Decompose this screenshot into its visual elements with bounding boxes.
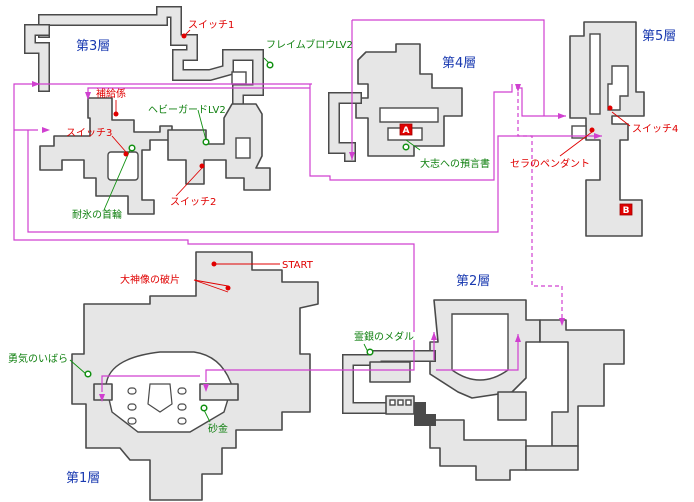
red-dot-icon xyxy=(225,285,231,291)
marker-a: A xyxy=(399,123,413,136)
red-dot-icon xyxy=(589,127,595,133)
green-circle-icon xyxy=(366,348,374,356)
arrow-icon xyxy=(515,84,521,92)
marker-b: B xyxy=(619,203,633,216)
red-dot-icon xyxy=(113,111,119,117)
red-dot-icon xyxy=(211,261,217,267)
start-label: START xyxy=(282,260,314,271)
switch1-label: スイッチ1 xyxy=(188,19,234,31)
arrow-icon xyxy=(431,332,437,340)
green-circle-icon xyxy=(84,370,92,378)
floor-1-label: 第1層 xyxy=(66,471,100,486)
switch4-label: スイッチ4 xyxy=(632,123,678,135)
green-circle-icon xyxy=(202,138,210,146)
heavyguard-label: ヘビーガードLV2 xyxy=(148,104,226,116)
red-dot-icon xyxy=(607,105,613,111)
courage-label: 勇気のいばら xyxy=(8,352,68,365)
pendant-label: セラのペンダント xyxy=(510,157,590,170)
arrow-icon xyxy=(515,334,521,342)
gold-label: 砂金 xyxy=(208,422,228,435)
arrow-icon xyxy=(558,113,566,119)
floor-2-label: 第2層 xyxy=(456,274,490,289)
arrow-icon xyxy=(594,133,602,139)
map-points xyxy=(84,33,613,412)
switch3-label: スイッチ3 xyxy=(66,127,112,139)
iceneck-label: 耐氷の首輪 xyxy=(72,208,122,221)
marker-a-label: A xyxy=(403,126,410,136)
shard-label: 大神像の破片 xyxy=(120,273,180,286)
prophecy-label: 大志への預言書 xyxy=(420,157,490,170)
floor-2-map xyxy=(342,299,625,481)
arrow-icon xyxy=(203,384,209,392)
arrow-icon xyxy=(85,92,91,100)
red-dot-icon xyxy=(181,33,187,39)
green-circle-icon xyxy=(200,404,208,412)
arrow-icon xyxy=(32,81,40,87)
floor-3-map xyxy=(24,6,271,215)
marker-b-label: B xyxy=(623,206,630,216)
route-lines xyxy=(13,19,602,402)
arrow-icon xyxy=(349,152,355,160)
green-circle-icon xyxy=(402,143,410,151)
switch2-label: スイッチ2 xyxy=(170,196,216,208)
floor-5-label: 第5層 xyxy=(642,29,676,44)
arrow-icon xyxy=(42,127,50,133)
supply-label: 補給係 xyxy=(96,87,126,100)
silvermedal-label: 霊銀のメダル xyxy=(354,330,414,343)
arrow-icon xyxy=(559,318,565,326)
red-dot-icon xyxy=(123,151,129,157)
floor-4-label: 第4層 xyxy=(442,56,476,71)
green-circle-icon xyxy=(266,61,274,69)
floor-3-label: 第3層 xyxy=(76,39,110,54)
floor-5-map xyxy=(569,21,645,237)
flameblow-label: フレイムブロウLV2 xyxy=(266,38,353,51)
green-circle-icon xyxy=(128,144,136,152)
red-dot-icon xyxy=(199,163,205,169)
arrow-icon xyxy=(99,394,105,402)
